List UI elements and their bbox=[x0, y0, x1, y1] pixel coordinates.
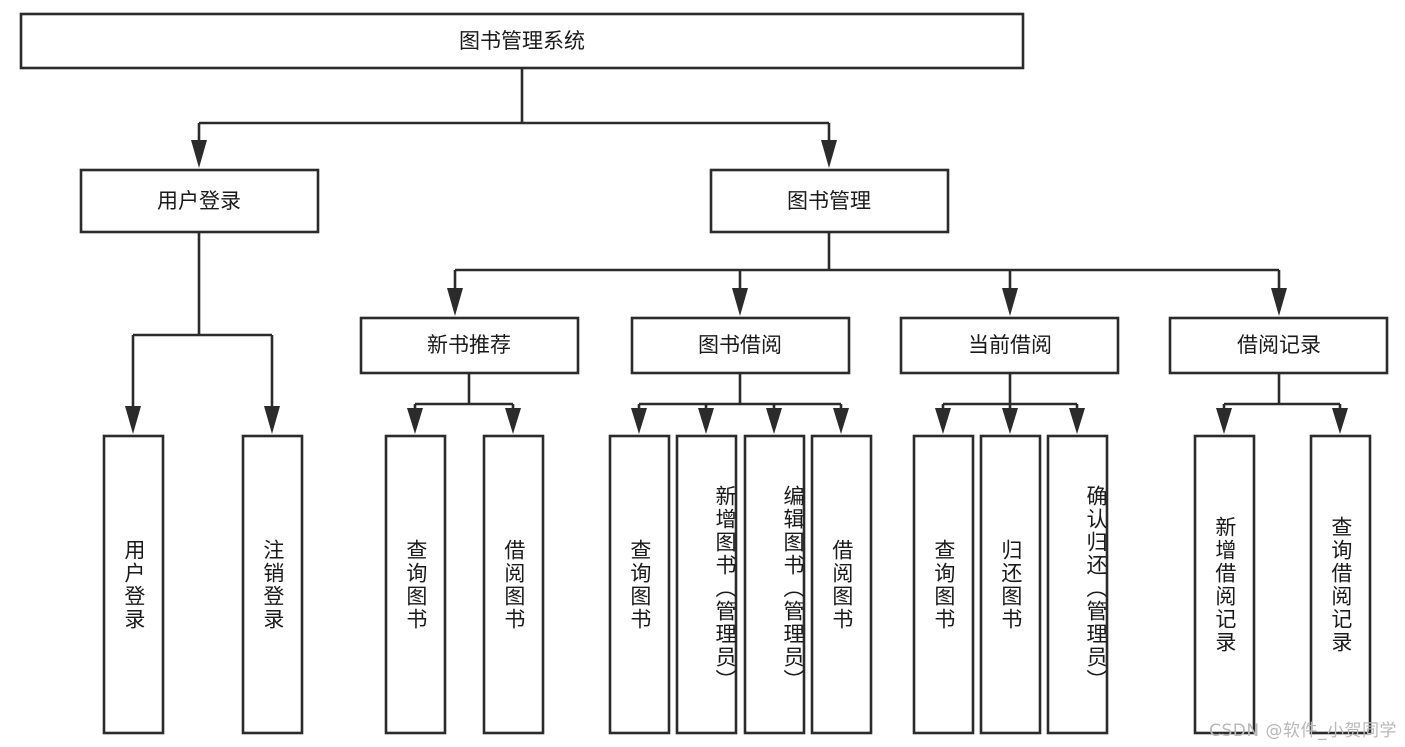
connector-book-management-to-level3 bbox=[447, 232, 1287, 316]
arrow-head-icon bbox=[821, 140, 837, 168]
node-label-root: 图书管理系统 bbox=[459, 29, 585, 53]
node-current-borrow[interactable]: 当前借阅 bbox=[899, 316, 1120, 375]
leaf-box-return-book[interactable] bbox=[979, 434, 1042, 735]
node-box-current-borrow[interactable] bbox=[899, 316, 1120, 375]
node-label-user-login: 用户登录 bbox=[157, 189, 241, 213]
arrow-head-icon bbox=[935, 408, 951, 434]
node-label-book-borrow: 图书借阅 bbox=[698, 333, 782, 357]
connector-book-borrow-to-leaves bbox=[631, 373, 849, 434]
node-user-login[interactable]: 用户登录 bbox=[79, 168, 320, 234]
node-borrow-record[interactable]: 借阅记录 bbox=[1168, 316, 1389, 375]
arrow-head-icon bbox=[1271, 288, 1287, 316]
arrow-head-icon bbox=[191, 140, 207, 168]
arrow-head-icon bbox=[1002, 288, 1018, 316]
arrow-head-icon bbox=[1216, 408, 1232, 434]
leaf-box-add-book[interactable] bbox=[675, 434, 738, 735]
leaf-box-borrow-book-1[interactable] bbox=[482, 434, 545, 735]
node-book-management-system[interactable]: 图书管理系统 bbox=[19, 12, 1025, 70]
arrow-head-icon bbox=[1332, 408, 1348, 434]
arrow-head-icon bbox=[766, 408, 782, 434]
connector-user-login-to-leaves bbox=[125, 232, 280, 434]
arrow-head-icon bbox=[505, 408, 521, 434]
arrow-head-icon bbox=[125, 406, 141, 434]
connector-root-to-level2 bbox=[191, 68, 837, 168]
arrow-head-icon bbox=[1069, 408, 1085, 434]
arrow-head-icon bbox=[407, 408, 423, 434]
node-label-new-book-recommend: 新书推荐 bbox=[427, 333, 511, 357]
leaf-box-add-record[interactable] bbox=[1193, 434, 1256, 735]
node-box-new-book-recommend[interactable] bbox=[359, 316, 580, 375]
arrow-head-icon bbox=[698, 408, 714, 434]
leaf-box-edit-book[interactable] bbox=[743, 434, 806, 735]
arrow-head-icon bbox=[631, 408, 647, 434]
connector-new-book-recommend-to-leaves bbox=[407, 373, 521, 434]
node-book-borrow[interactable]: 图书借阅 bbox=[630, 316, 851, 375]
watermark-text: CSDN @软件_小贺同学 bbox=[1209, 721, 1397, 741]
connector-borrow-record-to-leaves bbox=[1216, 373, 1348, 434]
node-label-book-management: 图书管理 bbox=[787, 189, 871, 213]
leaf-box-borrow-book-2[interactable] bbox=[810, 434, 873, 735]
connector-current-borrow-to-leaves bbox=[935, 373, 1085, 434]
node-new-book-recommend[interactable]: 新书推荐 bbox=[359, 316, 580, 375]
arrow-head-icon bbox=[833, 408, 849, 434]
leaf-box-query-record[interactable] bbox=[1309, 434, 1372, 735]
arrow-head-icon bbox=[447, 288, 463, 316]
arrow-head-icon bbox=[732, 288, 748, 316]
leaf-box-user-logout[interactable] bbox=[241, 434, 304, 735]
leaf-box-query-book-2[interactable] bbox=[608, 434, 671, 735]
arrow-head-icon bbox=[1002, 408, 1018, 434]
node-book-management[interactable]: 图书管理 bbox=[709, 168, 950, 234]
node-box-user-login[interactable] bbox=[79, 168, 320, 234]
arrow-head-icon bbox=[264, 406, 280, 434]
leaf-box-user-login[interactable] bbox=[102, 434, 165, 735]
leaf-box-query-book-3[interactable] bbox=[912, 434, 975, 735]
node-label-borrow-record: 借阅记录 bbox=[1237, 333, 1321, 357]
leaf-box-query-book-1[interactable] bbox=[384, 434, 447, 735]
leaf-box-confirm-return[interactable] bbox=[1046, 434, 1109, 735]
node-label-current-borrow: 当前借阅 bbox=[968, 333, 1052, 357]
node-box-root[interactable] bbox=[19, 12, 1025, 70]
